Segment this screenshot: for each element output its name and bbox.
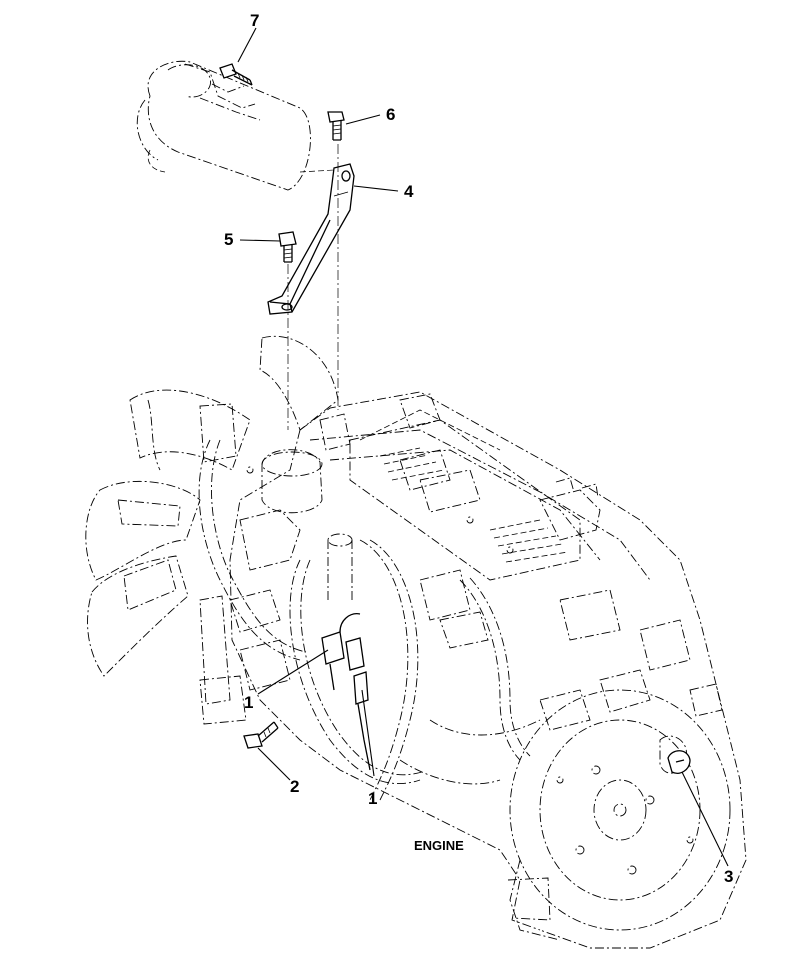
bolt-7 bbox=[219, 63, 253, 86]
callout-1b: 1 bbox=[368, 789, 377, 808]
callout-2: 2 bbox=[290, 777, 299, 796]
engine-label: ENGINE bbox=[414, 838, 464, 853]
callout-3: 3 bbox=[724, 867, 733, 886]
reference-canister bbox=[136, 60, 311, 191]
clamp-3 bbox=[667, 750, 691, 774]
callout-6: 6 bbox=[386, 105, 395, 124]
bolt-2 bbox=[243, 721, 279, 749]
bolt-5 bbox=[278, 231, 297, 263]
callout-4: 4 bbox=[404, 182, 414, 201]
bracket-4 bbox=[267, 163, 355, 315]
callout-5: 5 bbox=[224, 230, 233, 249]
harness-connectors-1 bbox=[321, 613, 371, 771]
bolt-6 bbox=[327, 111, 345, 141]
callout-7: 7 bbox=[250, 11, 259, 30]
engine-outline bbox=[85, 335, 747, 949]
callout-1a: 1 bbox=[244, 693, 253, 712]
